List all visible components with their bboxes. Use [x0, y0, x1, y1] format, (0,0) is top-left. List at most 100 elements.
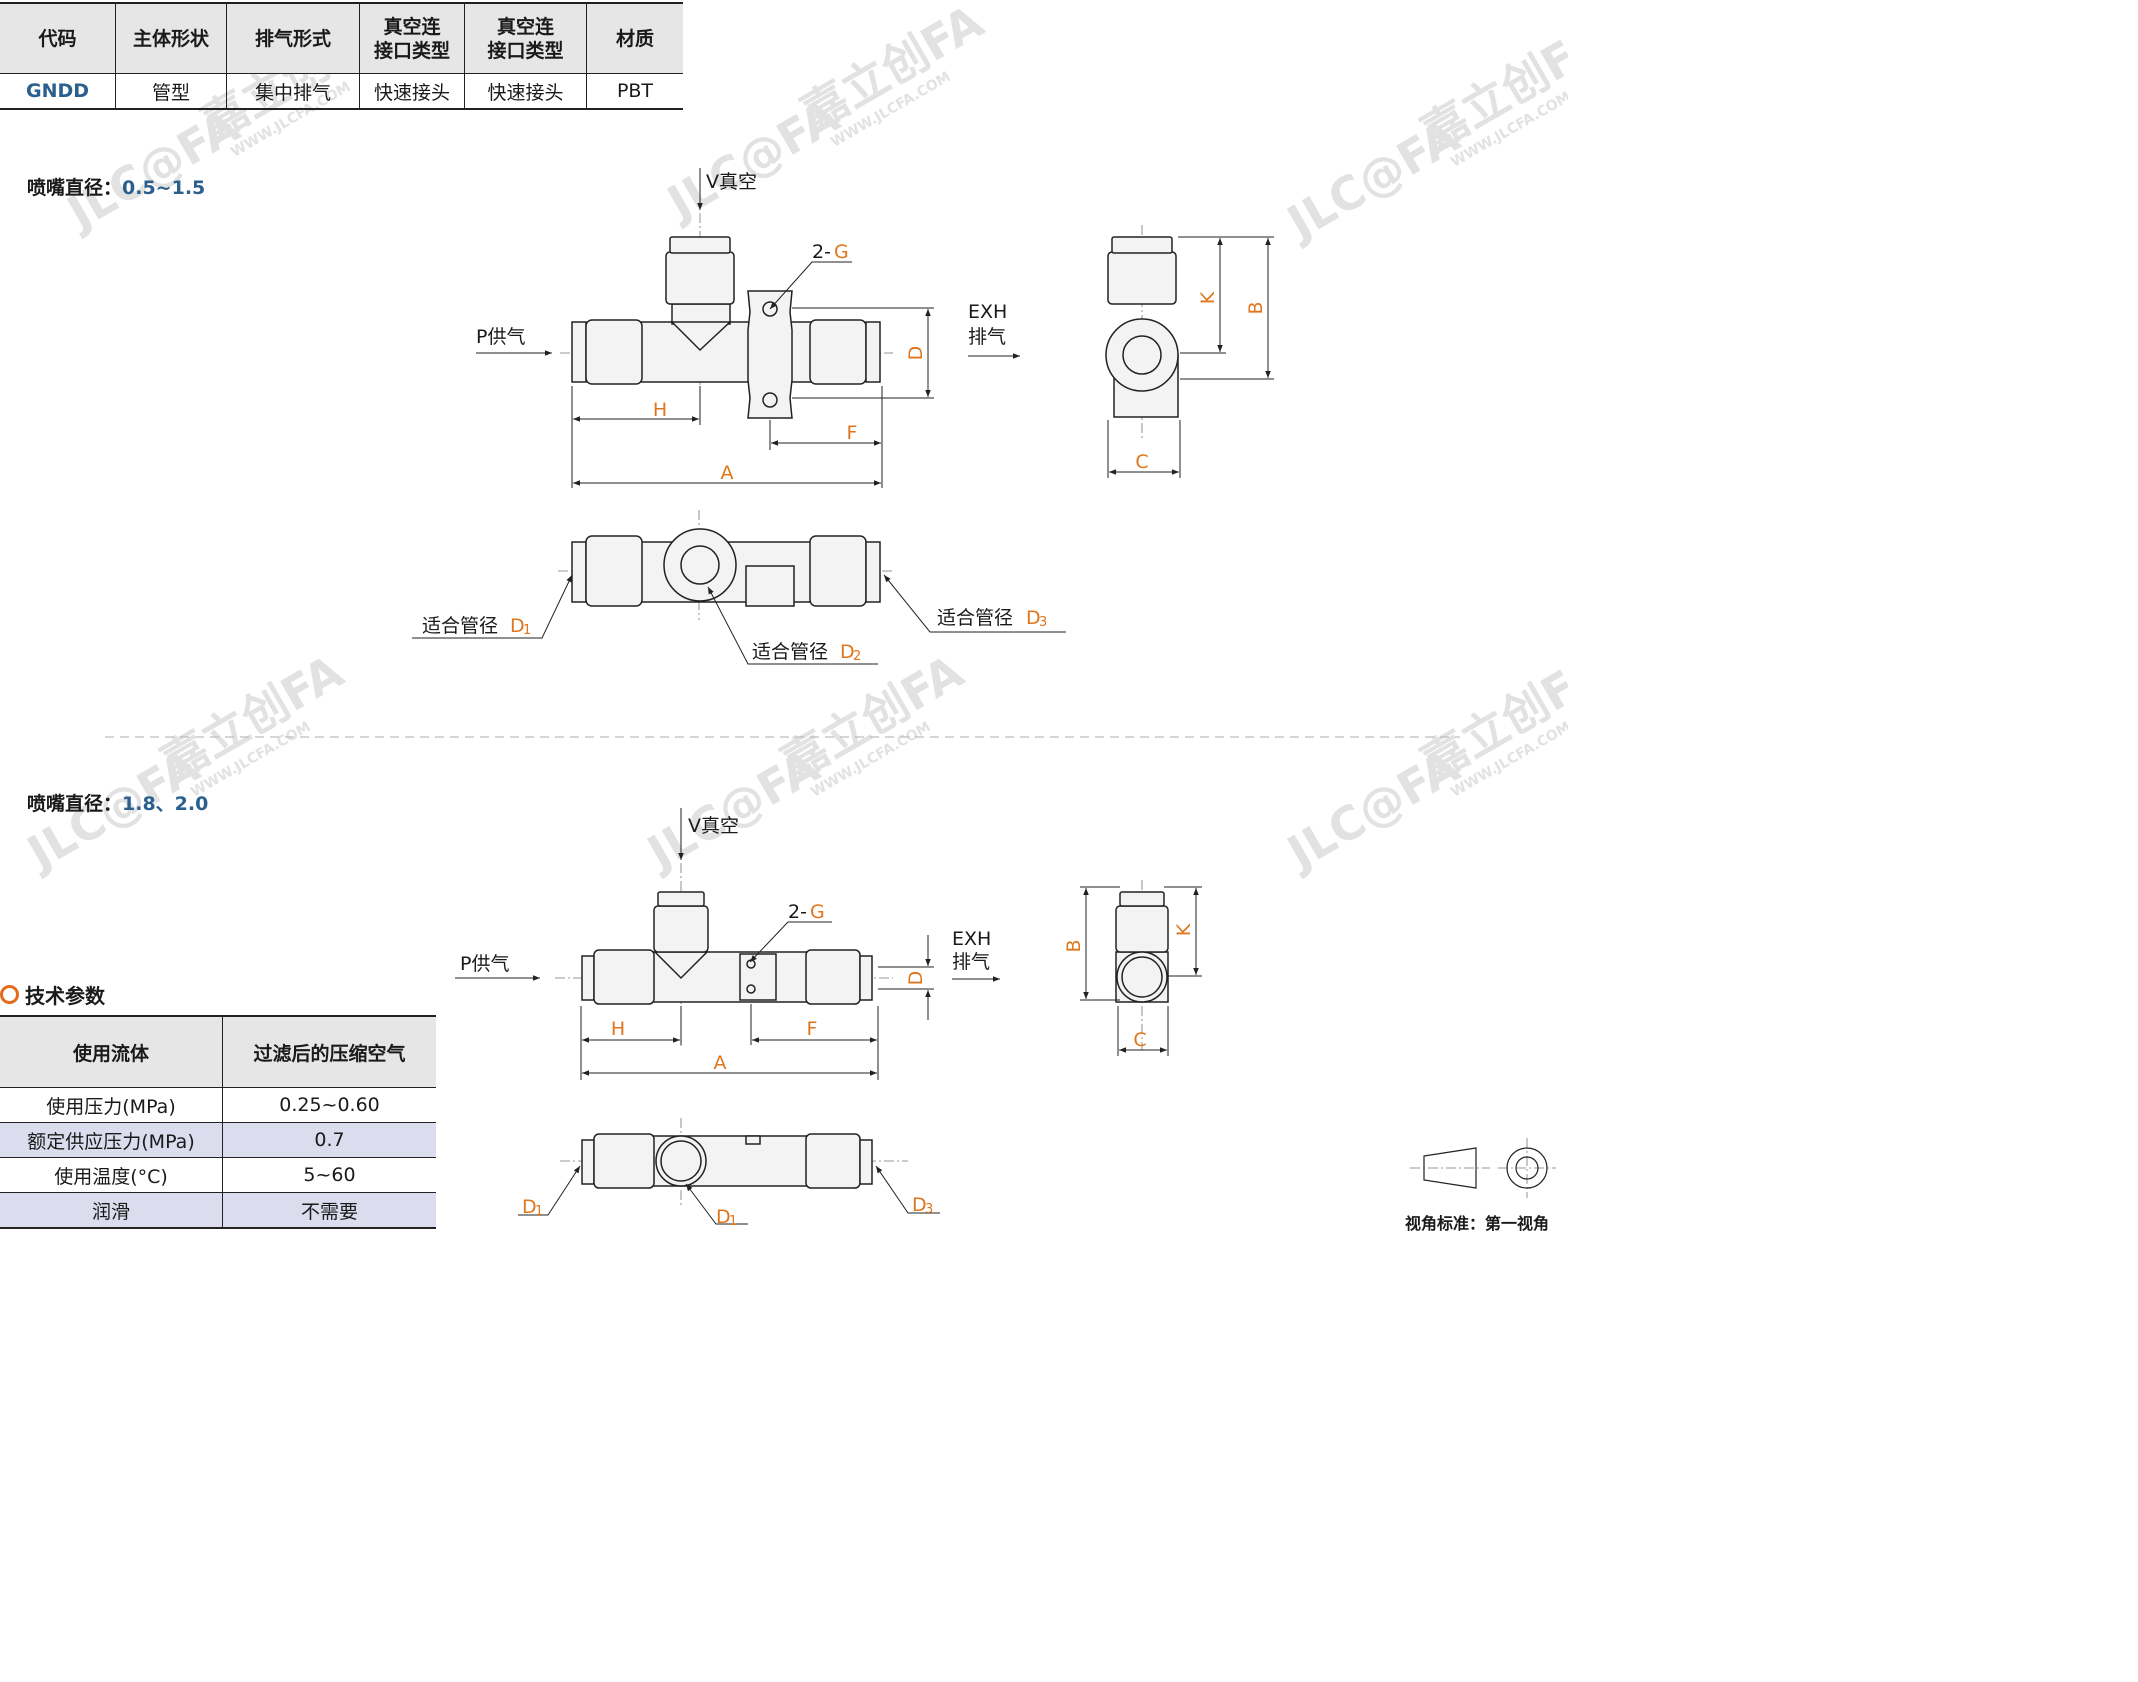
exhaust-label-2: 排气: [968, 326, 1006, 348]
D2-label: D: [840, 641, 855, 663]
spec-header-vacuum-port-1-text: 真空连 接口类型: [373, 15, 450, 62]
top-fitting-left: [593, 1133, 655, 1189]
tech-params-title: 技术参数: [0, 980, 105, 1009]
top-vacuum-port: [680, 545, 720, 585]
dim-K-label: K: [1173, 923, 1195, 936]
dim-C-label: C: [1135, 451, 1148, 473]
fitting-left: [585, 319, 643, 385]
nozzle-diameter-value-1: 0.5~1.5: [122, 177, 206, 199]
top-vacuum-port: [660, 1140, 702, 1182]
tech-row-value: 5~60: [222, 1157, 436, 1193]
tech-row-label: 额定供应压力(MPa): [0, 1122, 223, 1158]
fit-tube-label-D2: 适合管径: [752, 641, 828, 663]
D3-label: D: [912, 1194, 927, 1216]
thread-label: 2-: [812, 241, 831, 263]
vacuum-cone: [670, 321, 732, 352]
collet-top: [657, 891, 705, 907]
spec-vacuum-port-2: 快速接头: [464, 73, 587, 110]
mount-hole: [746, 984, 756, 994]
fitting-top: [653, 905, 709, 953]
mount-hole: [762, 392, 778, 408]
fitting-right: [809, 319, 867, 385]
tech-row: 使用温度(°C) 5~60: [0, 1157, 436, 1193]
projection-cone: [1423, 1147, 1477, 1189]
leader-D3: [875, 1165, 940, 1214]
exhaust-label-2: 排气: [952, 951, 990, 973]
tech-row-label: 润滑: [0, 1192, 223, 1229]
top-view-1: 适合管径 D 1 适合管径 D 2 适合管径 D 3: [412, 510, 1066, 665]
dim-C-label: C: [1133, 1029, 1146, 1051]
tech-params-title-text: 技术参数: [25, 984, 105, 1008]
technical-drawings: 2- G V真空 P供气 EXH 排气 D H F A: [105, 168, 1556, 1229]
collet-top: [669, 236, 731, 254]
top-collet-right: [859, 1139, 873, 1185]
spec-material: PBT: [586, 73, 683, 110]
side-collet-top: [1119, 891, 1165, 907]
D1-label: D: [510, 615, 525, 637]
exhaust-label-1: EXH: [968, 301, 1007, 323]
fitting-top: [665, 251, 735, 305]
top-view-2: D 1 D 1 D 3: [518, 1118, 940, 1229]
fit-tube-label-D1: 适合管径: [422, 615, 498, 637]
collet-right: [859, 955, 873, 1001]
side-port: [1122, 335, 1162, 375]
side-fitting-top: [1115, 905, 1169, 953]
front-view-2: 2- G V真空 P供气 EXH 排气 D H F A: [455, 808, 1000, 1080]
thread-label: 2-: [788, 901, 807, 923]
tech-row-value: 不需要: [222, 1192, 436, 1229]
nozzle-diameter-label-2: 喷嘴直径：1.8、2.0: [27, 789, 208, 816]
circle-bullet-icon: [0, 985, 19, 1004]
tech-row-label: 使用温度(°C): [0, 1157, 223, 1193]
spec-code: GNDD: [0, 73, 116, 110]
exhaust-block: [747, 290, 793, 419]
leader-D2: [707, 586, 878, 665]
thread-leader: [769, 261, 852, 310]
dim-D-label: D: [905, 346, 927, 361]
projection-symbol-icon: [1410, 1138, 1556, 1198]
tech-row-value: 0.25~0.60: [222, 1087, 436, 1123]
leader-D3: [883, 574, 1066, 633]
dim-K-label: K: [1197, 291, 1219, 304]
thread-g-label: G: [810, 901, 825, 923]
collet-right: [865, 321, 881, 383]
tech-row: 额定供应压力(MPa) 0.7: [0, 1122, 436, 1158]
exhaust-block: [739, 953, 777, 1001]
tech-header-fluid-value: 过滤后的压缩空气: [222, 1015, 436, 1088]
top-fitting-right: [809, 535, 867, 607]
top-collet-right: [865, 541, 881, 603]
fit-tube-label-D3: 适合管径: [937, 607, 1013, 629]
top-fitting-left: [585, 535, 643, 607]
D1-sub: 1: [523, 623, 531, 638]
spec-shape: 管型: [115, 73, 227, 110]
vacuum-label: V真空: [688, 815, 739, 837]
projection-circle-inner: [1515, 1156, 1539, 1180]
spec-header-code: 代码: [0, 2, 116, 74]
spec-header-vacuum-port-2: 真空连 接口类型: [464, 2, 587, 74]
side-view-1: K B C: [1105, 225, 1274, 478]
supply-label: P供气: [476, 326, 525, 348]
nozzle-diameter-label-1-text: 喷嘴直径：: [27, 177, 123, 199]
tech-header-row: 使用流体 过滤后的压缩空气: [0, 1015, 436, 1088]
projection-standard-label: 视角标准：第一视角: [1405, 1214, 1550, 1233]
side-view-2: B K C: [1063, 880, 1202, 1056]
dim-H-label: H: [653, 399, 667, 421]
fitting-left: [593, 949, 655, 1005]
thread-leader: [749, 921, 832, 963]
top-collet-left: [571, 541, 587, 603]
spec-vacuum-port-1: 快速接头: [359, 73, 465, 110]
spec-header-vacuum-port-1: 真空连 接口类型: [359, 2, 465, 74]
spec-header-exhaust: 排气形式: [226, 2, 360, 74]
dim-A-label: A: [721, 462, 734, 484]
projection-circle-outer: [1506, 1147, 1548, 1189]
leader-D1: [518, 1165, 581, 1216]
side-collet-top: [1111, 236, 1173, 254]
thread-g-label: G: [834, 241, 849, 263]
dim-F-label: F: [807, 1018, 818, 1040]
nozzle-diameter-value-2: 1.8、2.0: [122, 793, 209, 815]
tech-row-label: 使用压力(MPa): [0, 1087, 223, 1123]
D1-label-middle: D: [716, 1206, 731, 1228]
collet-left: [571, 321, 587, 383]
spec-header-vacuum-port-2-text: 真空连 接口类型: [487, 15, 564, 62]
vacuum-neck: [671, 303, 731, 325]
spec-header-material: 材质: [586, 2, 683, 74]
